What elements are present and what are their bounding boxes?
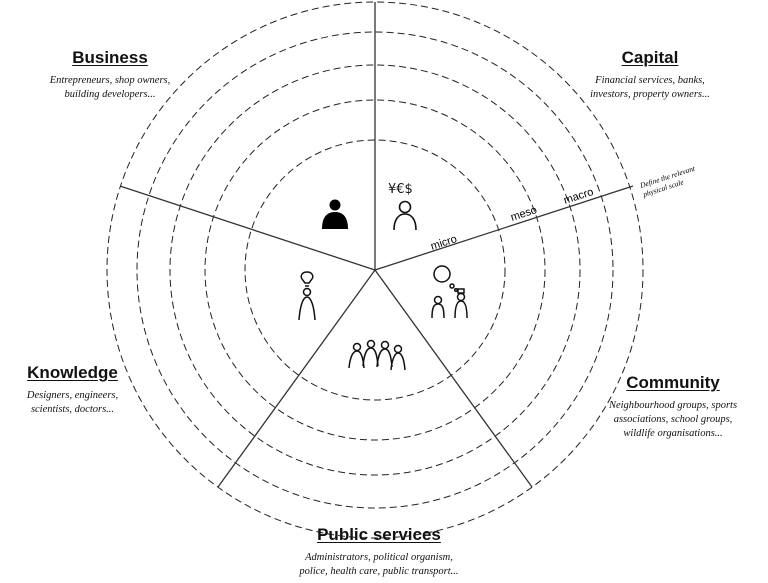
person-with-lightbulb-icon <box>298 271 316 321</box>
ring-inner-2 <box>204 99 546 441</box>
sector-public-services: Public services Administrators, politica… <box>250 525 508 579</box>
sector-desc-public-services: Administrators, political organism, poli… <box>299 552 459 577</box>
ring-micro <box>244 139 506 401</box>
sector-community: Community Neighbourhood groups, sports a… <box>578 373 768 441</box>
divider-bottom-right <box>374 269 533 488</box>
sector-title-business: Business <box>72 48 148 67</box>
sector-desc-community: Neighbourhood groups, sports association… <box>608 400 738 439</box>
businessman-silhouette-icon <box>322 199 348 229</box>
scale-rings <box>106 1 644 539</box>
sector-title-knowledge: Knowledge <box>27 363 118 382</box>
sector-desc-business: Entrepreneurs, shop owners, building dev… <box>49 75 171 100</box>
sector-title-public-services: Public services <box>317 525 441 544</box>
scale-label-micro: micro <box>429 233 458 253</box>
sector-desc-capital: Financial services, banks, investors, pr… <box>590 75 710 100</box>
sector-capital: Capital Financial services, banks, inves… <box>560 48 740 102</box>
sector-knowledge: Knowledge Designers, engineers, scientis… <box>0 363 145 417</box>
scale-axis <box>374 185 634 271</box>
sector-dividers <box>119 2 533 488</box>
divider-left <box>119 185 376 271</box>
currency-symbols: ¥€$ <box>388 182 413 197</box>
sector-business: Business Entrepreneurs, shop owners, bui… <box>20 48 200 102</box>
sector-title-capital: Capital <box>621 48 679 67</box>
group-of-people-icon <box>348 339 406 371</box>
divider-bottom-left <box>217 269 376 488</box>
sector-desc-knowledge: Designers, engineers, scientists, doctor… <box>26 390 119 415</box>
ring-inner-3 <box>169 64 581 476</box>
ring-outer-2 <box>136 31 614 509</box>
ring-outer <box>106 1 644 539</box>
sector-title-community: Community <box>626 373 720 392</box>
investor-with-currency-icon: ¥€$ <box>388 182 417 231</box>
people-talking-icon <box>431 265 468 319</box>
